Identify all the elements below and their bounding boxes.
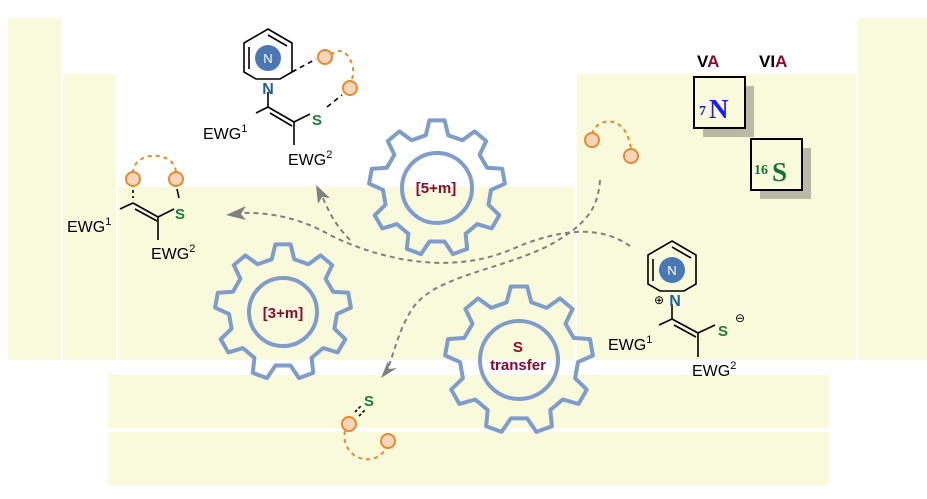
element-symbol: N [709, 94, 729, 124]
gear-label-s: S [513, 339, 523, 356]
positive-charge-icon: ⊕ [654, 293, 664, 307]
nitrogen-atom: N [262, 81, 274, 98]
badge-text: N [667, 263, 676, 278]
ewg1-label: EWG1 [67, 216, 111, 236]
sulfur-atom: S [718, 323, 728, 340]
gear-hub [478, 319, 560, 401]
arrowhead-left [226, 206, 246, 220]
group-label-via: VIA [759, 52, 787, 71]
molecule-thiocarbonyl: S [341, 393, 396, 461]
arrow-to-thiocarbonyl [387, 179, 601, 369]
arrowhead-down [381, 361, 397, 378]
gear-sulfur-transfer-icon [443, 284, 595, 434]
ewg1-label: EWG1 [203, 123, 247, 143]
gear-5m-cycloaddition-icon [367, 118, 507, 257]
ewg2-label: EWG2 [692, 360, 736, 380]
arrowhead-up [316, 185, 330, 204]
block-group-2 [63, 74, 116, 360]
periodic-table-background [8, 18, 927, 485]
block-group-1 [8, 18, 61, 360]
gear-label-transfer: transfer [490, 357, 546, 374]
pyridine-badge-icon [659, 257, 685, 283]
molecule-3m-product: S EWG1 EWG2 [67, 154, 195, 263]
gear-hub [247, 276, 319, 348]
molecule-pyridinium-ylide: N N ⊕ S ⊖ EWG1 EWG2 [608, 240, 745, 380]
nitrogen-atom: N [669, 293, 681, 310]
arrow-to-3m-product [239, 211, 631, 264]
reaction-arrows [239, 179, 631, 369]
element-tile-sulfur: 16 S [750, 138, 811, 199]
arrowheads [226, 185, 397, 378]
gear-outline [213, 242, 353, 381]
ewg1-label: EWG1 [608, 334, 652, 354]
atomic-number: 7 [699, 104, 706, 119]
arrow-to-5m-product [321, 195, 351, 241]
badge-text: N [263, 51, 272, 66]
gear-outline [367, 118, 507, 257]
sulfur-atom: S [364, 393, 374, 410]
gear-hub [400, 151, 474, 225]
gear-label-5m: [5+m] [416, 180, 456, 197]
pyridine-badge-icon [255, 45, 281, 71]
block-noble-gases [858, 18, 927, 360]
gear-3m-cycloaddition-icon [213, 242, 353, 381]
ewg2-label: EWG2 [151, 243, 195, 263]
molecule-5m-product: N N S EWG1 EWG2 [203, 28, 358, 169]
group-label-va: VA [697, 52, 719, 71]
tether-free [584, 120, 639, 164]
element-symbol: S [772, 157, 787, 187]
block-actinides [108, 432, 829, 485]
sulfur-atom: S [175, 206, 185, 223]
gear-outline [443, 284, 595, 434]
element-tile-nitrogen: 7 N [693, 76, 754, 137]
atomic-number: 16 [754, 163, 768, 178]
gear-label-3m: [3+m] [263, 305, 303, 322]
sulfur-atom: S [312, 112, 322, 129]
ewg2-label: EWG2 [288, 149, 332, 169]
negative-charge-icon: ⊖ [735, 311, 745, 325]
block-transition-metals [118, 187, 574, 360]
